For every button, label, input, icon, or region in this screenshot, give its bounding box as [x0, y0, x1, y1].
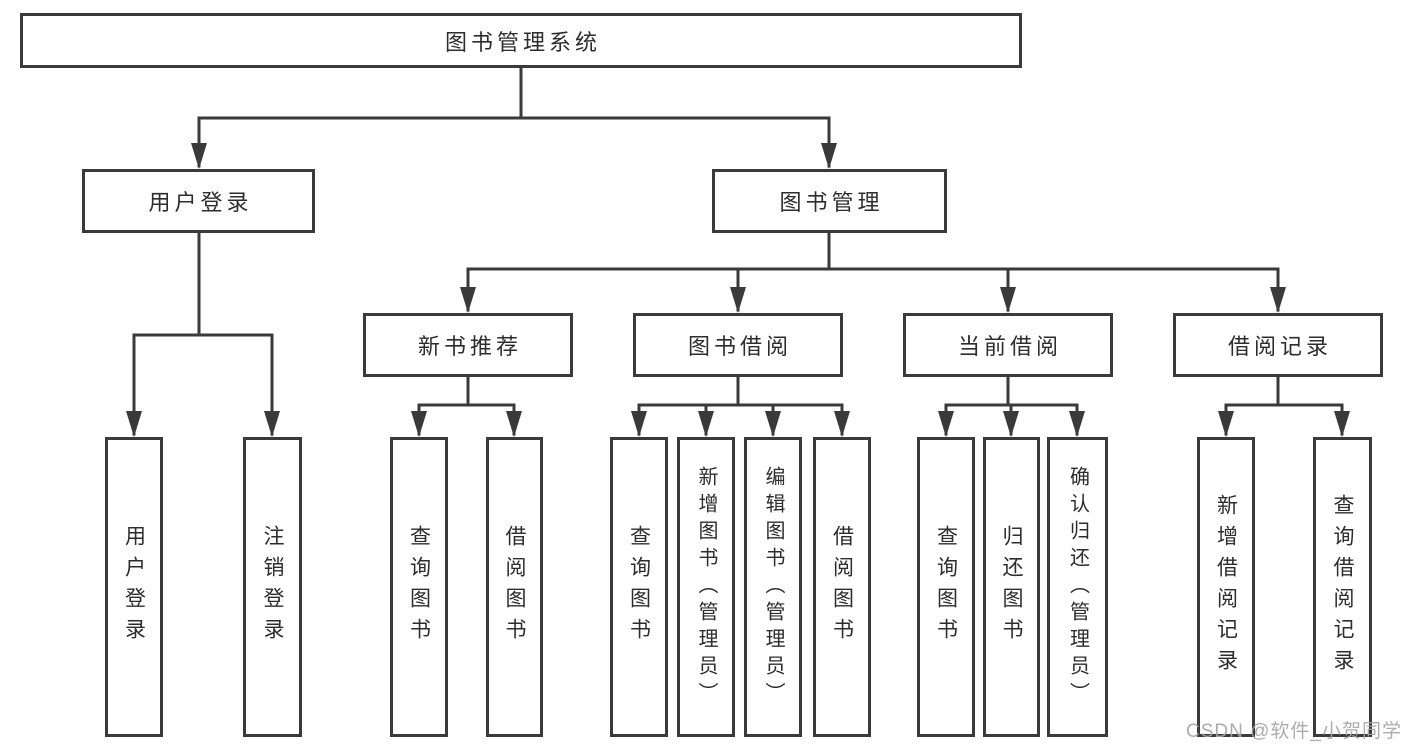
leaf-borrowing-borrow-books: 借阅图书 [813, 437, 871, 737]
node-root: 图书管理系统 [20, 13, 1022, 68]
leaf-return-books: 归还图书 [983, 437, 1040, 737]
node-current-borrowing: 当前借阅 [903, 313, 1113, 377]
node-borrowing-records: 借阅记录 [1173, 313, 1383, 377]
node-book-borrowing: 图书借阅 [633, 313, 843, 377]
leaf-confirm-return-admin: 确认归还（管理员） [1047, 437, 1108, 737]
leaf-query-borrow-record: 查询借阅记录 [1313, 437, 1372, 737]
csdn-watermark: CSDN @软件_小贺同学 [1186, 721, 1402, 742]
node-user-login: 用户登录 [82, 169, 315, 233]
leaf-current-query-books: 查询图书 [917, 437, 975, 737]
leaf-add-books-admin: 新增图书（管理员） [677, 437, 735, 737]
leaf-user-login: 用户登录 [105, 437, 163, 737]
leaf-logout: 注销登录 [243, 437, 302, 737]
node-book-management: 图书管理 [712, 169, 947, 233]
leaf-newbook-borrow-books: 借阅图书 [486, 437, 543, 737]
leaf-edit-books-admin: 编辑图书（管理员） [744, 437, 802, 737]
node-new-book-recommend: 新书推荐 [363, 313, 573, 377]
leaf-borrowing-query-books: 查询图书 [610, 437, 668, 737]
leaf-newbook-query-books: 查询图书 [390, 437, 448, 737]
leaf-add-borrow-record: 新增借阅记录 [1197, 437, 1255, 737]
